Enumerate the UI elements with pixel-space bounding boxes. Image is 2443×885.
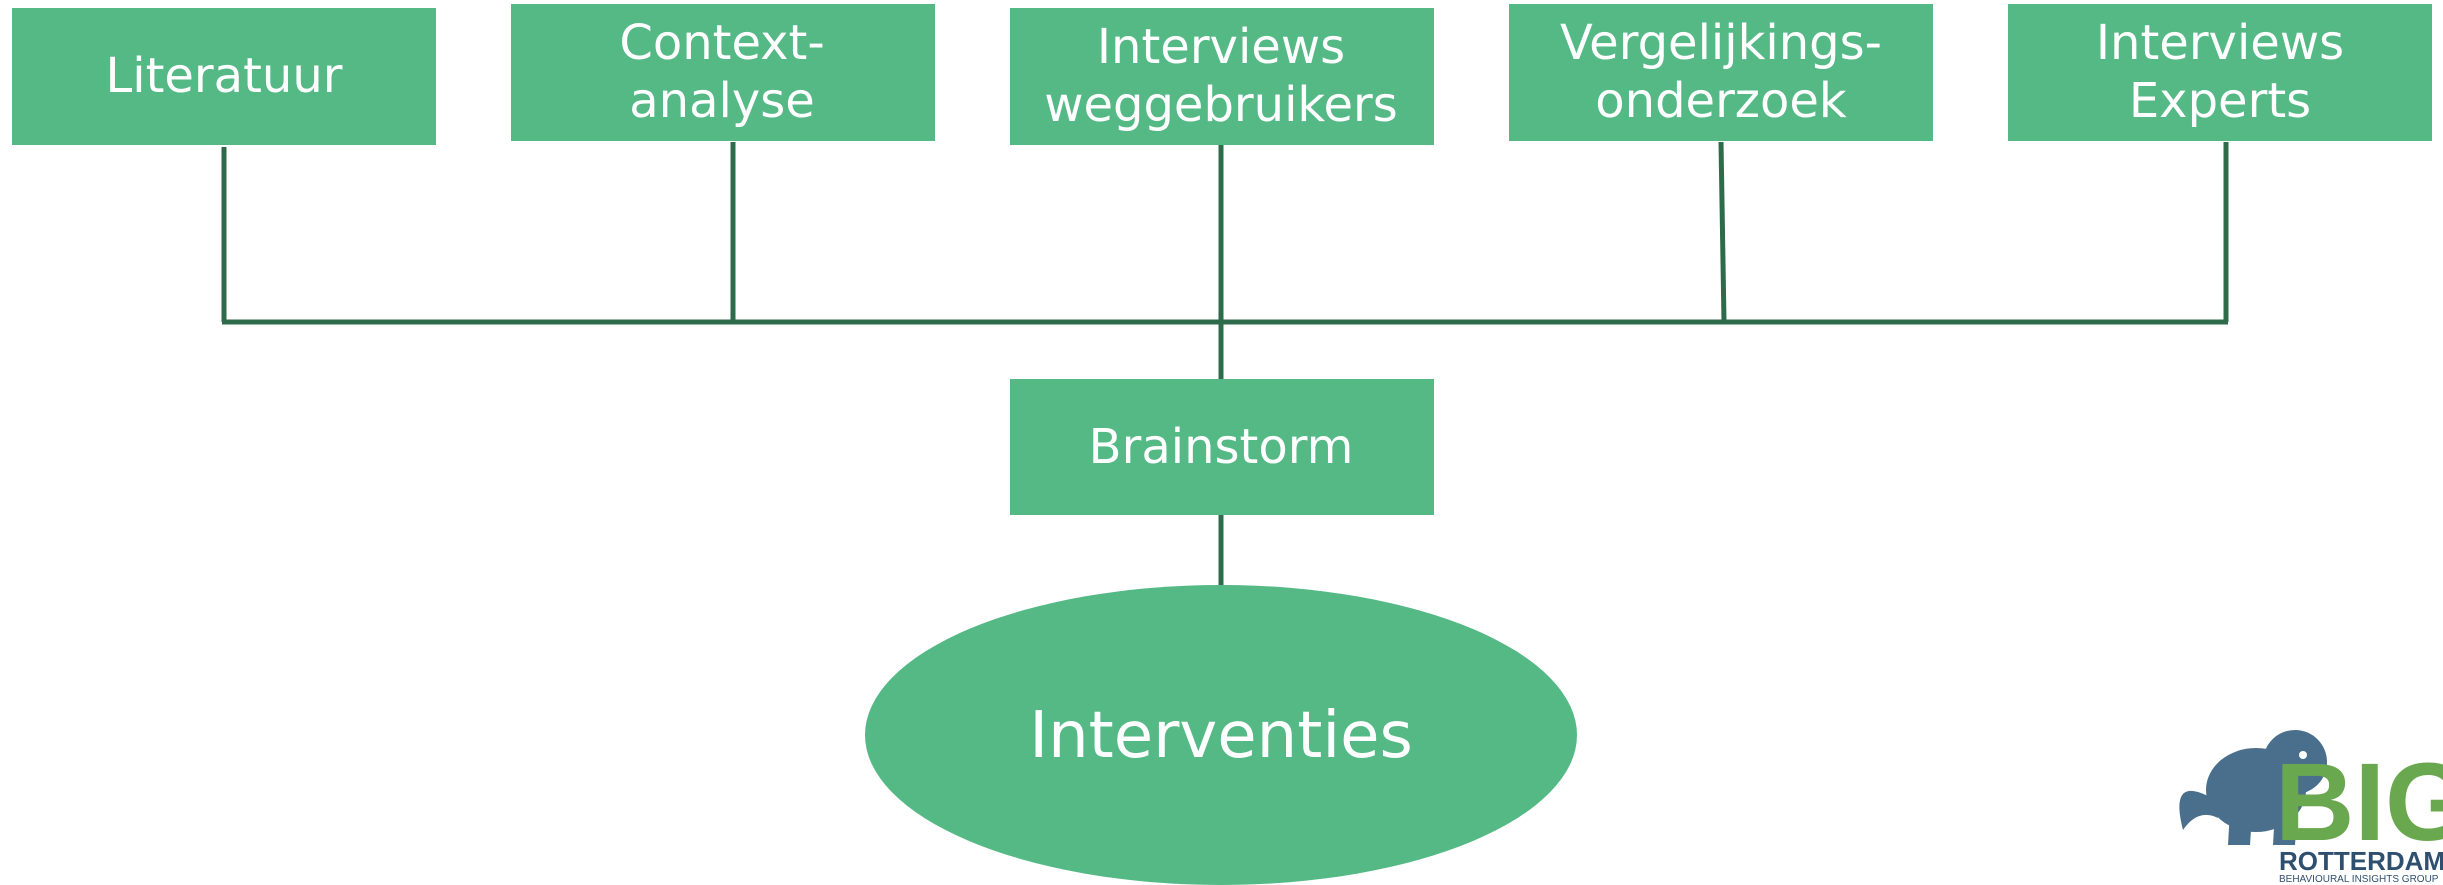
node-label-line-2: weggebruikers [1044, 77, 1398, 133]
source-node-contextanalyse: Context- analyse [511, 4, 935, 141]
brainstorm-node: Brainstorm [1010, 379, 1434, 515]
node-label-line-2: analyse [629, 73, 815, 129]
logo-city: ROTTERDAM [2279, 846, 2443, 876]
node-label-line-1: Context- [619, 15, 824, 71]
brainstorm-label: Brainstorm [1089, 419, 1354, 475]
source-node-interviews-experts: Interviews Experts [2008, 4, 2432, 141]
node-label: Literatuur [106, 48, 343, 104]
logo-big-letters: BIG [2275, 741, 2443, 864]
source-node-vergelijkingsonderzoek: Vergelijkings- onderzoek [1509, 4, 1933, 141]
node-box [1010, 379, 1434, 515]
interventies-label: Interventies [1029, 699, 1413, 773]
node-label-line-2: Experts [2129, 73, 2311, 129]
node-box [1509, 4, 1933, 141]
elephant-icon [2179, 730, 2327, 845]
node-ellipse [865, 585, 1577, 885]
logo-tagline: BEHAVIOURAL INSIGHTS GROUP [2279, 874, 2439, 885]
node-box [12, 8, 436, 145]
interventies-node: Interventies [865, 585, 1577, 885]
node-box [511, 4, 935, 141]
node-label-line-1: Interviews [1097, 19, 1345, 75]
source-node-literatuur: Literatuur [12, 8, 436, 145]
source-node-interviews-weggebruikers: Interviews weggebruikers [1010, 8, 1434, 145]
node-box [1010, 8, 1434, 145]
node-label-line-1: Vergelijkings- [1560, 15, 1882, 71]
node-label-line-1: Interviews [2096, 15, 2344, 71]
big-rotterdam-logo: BIG ROTTERDAM BEHAVIOURAL INSIGHTS GROUP [2179, 730, 2443, 885]
node-box [2008, 4, 2432, 141]
connector-vergelijkingsonderzoek [1718, 141, 1727, 323]
node-label-line-2: onderzoek [1595, 73, 1847, 129]
connectors [221, 141, 2229, 585]
